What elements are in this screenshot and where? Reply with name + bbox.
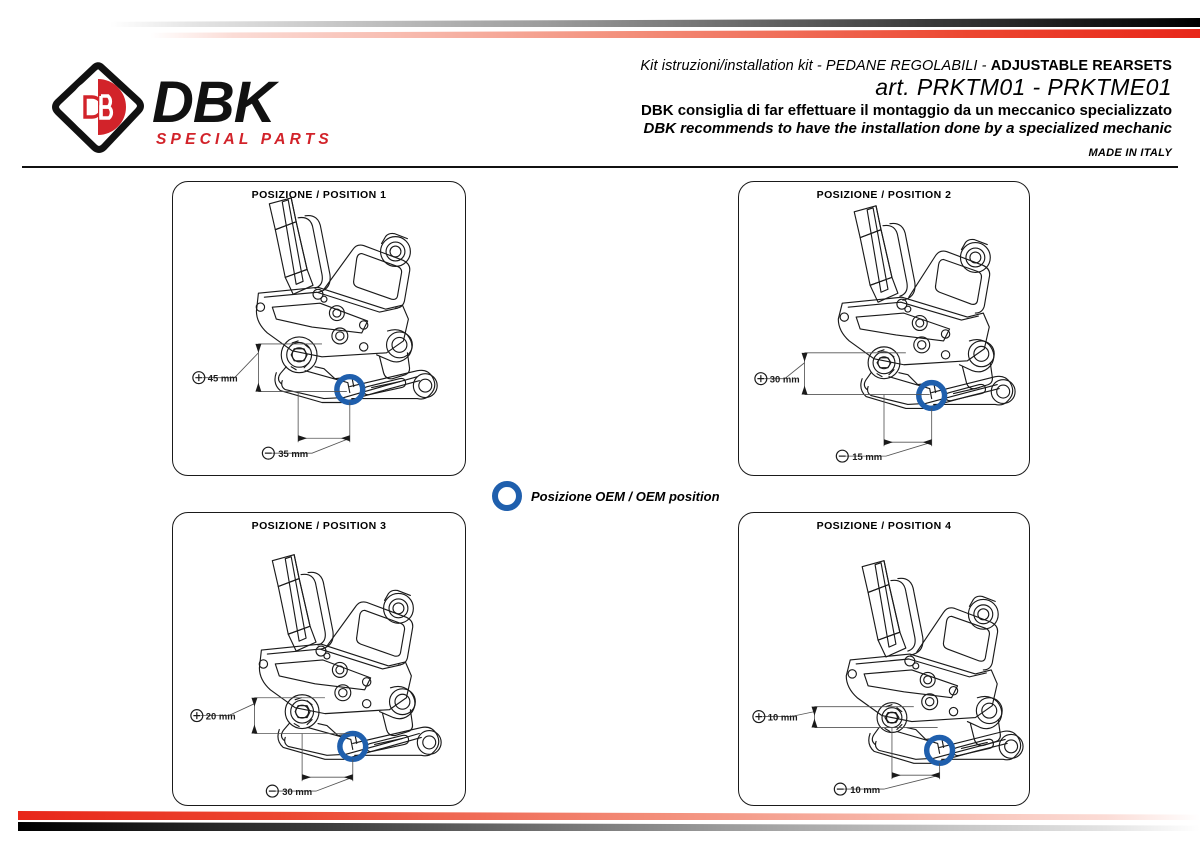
plus-circle-icon (754, 372, 768, 386)
horizontal-offset-annotation-1: 35 mm (261, 446, 308, 460)
plus-circle-icon (190, 709, 204, 723)
plus-circle-icon (192, 371, 206, 385)
oem-position-marker-4 (923, 734, 956, 767)
made-in-italy-label: MADE IN ITALY (1088, 147, 1172, 159)
minus-circle-icon (261, 446, 275, 460)
panel-4-title: POSIZIONE / POSITION 4 (816, 520, 952, 532)
panel-3-drawing: 20 mm 30 mm (190, 554, 442, 798)
horizontal-offset-value-2: 15 mm (852, 451, 882, 462)
kit-title-bold: ADJUSTABLE REARSETS (990, 58, 1172, 74)
position-panel-3: POSIZIONE / POSITION 3 (172, 512, 466, 806)
panel-1-title: POSIZIONE / POSITION 1 (251, 189, 387, 201)
oem-position-marker-2 (916, 379, 948, 412)
horizontal-offset-annotation-4: 10 mm (833, 782, 880, 796)
dimension-lines-3 (200, 697, 354, 792)
minus-circle-icon (265, 784, 279, 798)
dimension-arrows-2 (801, 352, 932, 446)
oem-legend-label: Posizione OEM / OEM position (531, 488, 720, 504)
advice-english: DBK recommends to have the installation … (643, 119, 1172, 137)
position-panel-2: POSIZIONE / POSITION 2 (738, 181, 1030, 476)
header-divider (22, 166, 1178, 168)
logo-diamond-mark (52, 62, 144, 153)
vertical-offset-value-3: 20 mm (206, 711, 236, 722)
logo-wordmark-text: DBK (152, 70, 280, 135)
panel-3-title: POSIZIONE / POSITION 3 (251, 520, 387, 532)
horizontal-offset-value-3: 30 mm (282, 786, 312, 797)
plus-circle-icon (752, 710, 766, 724)
oem-ring-icon (492, 481, 522, 511)
minus-circle-icon (833, 782, 847, 796)
horizontal-offset-value-1: 35 mm (278, 448, 308, 459)
oem-position-marker-1 (334, 373, 366, 406)
vertical-offset-value-1: 45 mm (208, 373, 238, 384)
logo-wordmark: DBK SPECIAL PARTS (152, 70, 333, 148)
kit-title-line: Kit istruzioni/installation kit - PEDANE… (472, 58, 1172, 74)
rearset-assembly-drawing-3 (258, 554, 442, 760)
panel-4-drawing: 10 mm 10 mm (752, 560, 1024, 796)
vertical-offset-annotation-1: 45 mm (192, 371, 238, 385)
footer-accent-bar-red (18, 811, 1200, 820)
rearset-assembly-drawing-1 (255, 197, 438, 404)
dimension-arrows-3 (251, 697, 353, 781)
position-panel-1: POSIZIONE / POSITION 1 (172, 181, 466, 476)
article-number: art. PRKTM01 - PRKTME01 (875, 74, 1172, 101)
oem-position-legend: Posizione OEM / OEM position (492, 481, 720, 511)
horizontal-offset-annotation-3: 30 mm (265, 784, 312, 798)
dbk-logo-svg: DBK SPECIAL PARTS (52, 62, 333, 153)
kit-title-prefix: Kit istruzioni/installation kit - PEDANE… (640, 58, 991, 74)
header-accent-bar-red (150, 29, 1200, 38)
vertical-offset-annotation-2: 30 mm (754, 372, 800, 386)
rearset-assembly-drawing-4 (845, 560, 1024, 764)
dbk-logo: DBK SPECIAL PARTS (52, 62, 342, 154)
header-text-block: Kit istruzioni/installation kit - PEDANE… (472, 58, 1172, 138)
vertical-offset-value-4: 10 mm (768, 712, 798, 723)
horizontal-offset-annotation-2: 15 mm (835, 449, 882, 463)
advice-italian: DBK consiglia di far effettuare il monta… (641, 101, 1172, 119)
panel-2-title: POSIZIONE / POSITION 2 (816, 189, 952, 201)
vertical-offset-annotation-4: 10 mm (752, 710, 798, 724)
vertical-offset-annotation-3: 20 mm (190, 709, 236, 723)
header-accent-bar-black (110, 18, 1200, 27)
rearset-assembly-drawing-2 (837, 205, 1016, 410)
dimension-arrows-1 (255, 343, 350, 442)
horizontal-offset-value-4: 10 mm (850, 784, 880, 795)
oem-position-marker-3 (337, 730, 369, 763)
vertical-offset-value-2: 30 mm (770, 374, 800, 385)
panel-2-drawing: 30 mm 15 mm (754, 205, 1016, 463)
footer-accent-bar-black (18, 822, 1200, 831)
minus-circle-icon (835, 449, 849, 463)
dimension-arrows-4 (811, 706, 940, 779)
position-panel-4: POSIZIONE / POSITION 4 (738, 512, 1030, 806)
logo-tagline-text: SPECIAL PARTS (156, 131, 333, 148)
panel-1-drawing: 45 mm 35 mm (192, 197, 438, 460)
